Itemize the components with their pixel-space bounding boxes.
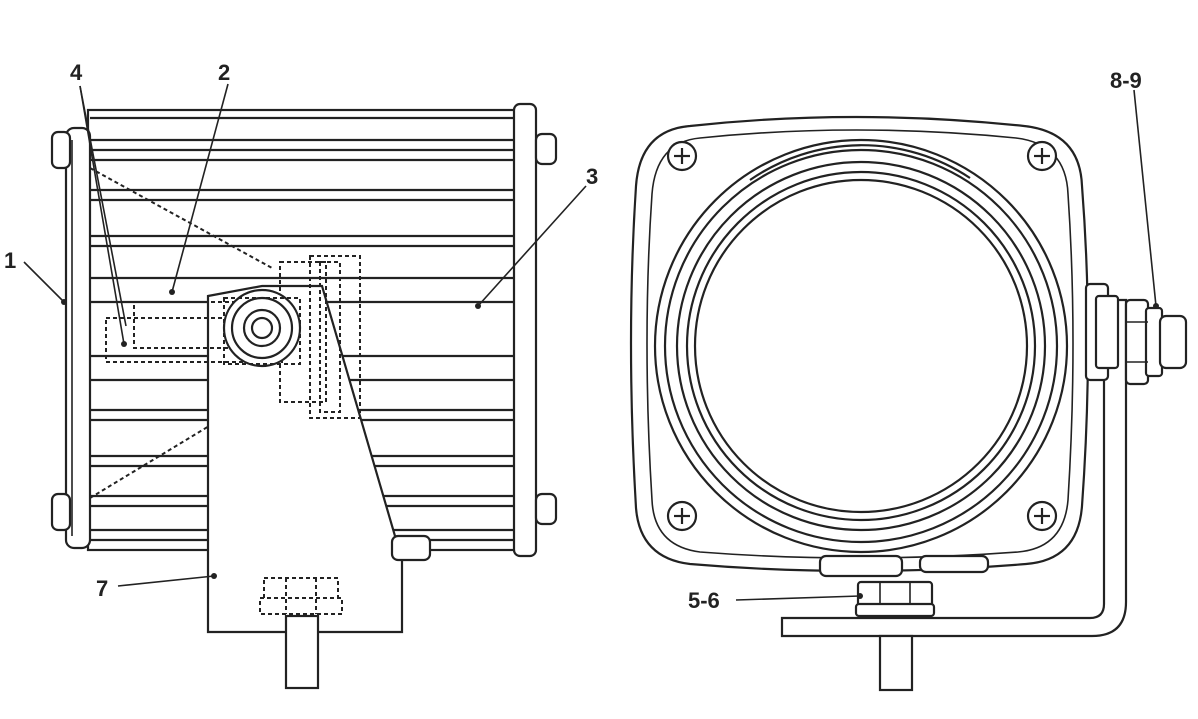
- l-bracket: [780, 282, 1128, 638]
- left-leaders: [23, 83, 587, 587]
- bottom-nut-stud: [818, 554, 990, 692]
- right-leaders: [735, 89, 1159, 601]
- callout-1: 1: [4, 248, 16, 273]
- bezel-rings: [653, 138, 1069, 554]
- pivot-nut: [222, 288, 302, 368]
- callout-7: 7: [96, 576, 108, 601]
- base-bolt-dashed: [259, 577, 343, 615]
- mounting-bracket: [206, 284, 432, 634]
- side-nut-stud: [1124, 298, 1188, 386]
- callout-5-6: 5-6: [688, 588, 720, 613]
- screw-bottom-left-icon: [666, 500, 698, 532]
- rear-plate: [512, 102, 558, 558]
- callout-3: 3: [586, 164, 598, 189]
- screw-top-left-icon: [666, 140, 698, 172]
- front-view-lamp: 5-6 8-9: [629, 68, 1188, 692]
- base-stud: [284, 614, 320, 690]
- screw-top-right-icon: [1026, 140, 1058, 172]
- callout-2: 2: [218, 60, 230, 85]
- right-callouts: 5-6 8-9: [688, 68, 1142, 613]
- callout-8-9: 8-9: [1110, 68, 1142, 93]
- callout-4: 4: [70, 60, 83, 85]
- corner-screws: [666, 140, 1058, 532]
- front-lens-rim: [50, 126, 92, 550]
- screw-bottom-right-icon: [1026, 500, 1058, 532]
- left-callouts: 1 2 3 4 7: [4, 60, 598, 601]
- side-view-lamp: 1 2 3 4 7: [4, 60, 598, 690]
